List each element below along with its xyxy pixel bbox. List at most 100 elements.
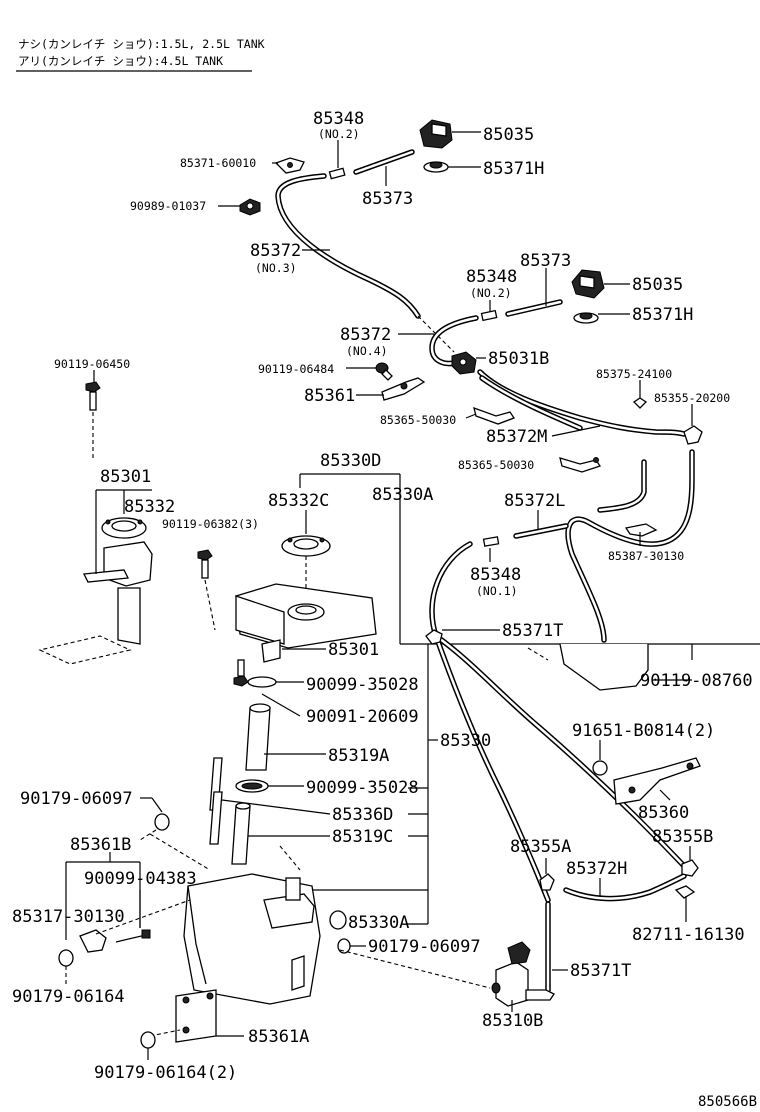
label-85375-24100: 85375-24100 <box>596 367 672 381</box>
strainer-85336D <box>209 757 223 845</box>
clip-90119-06484 <box>375 362 393 381</box>
washer-91651 <box>592 760 608 776</box>
header-note-2: アリ(カンレイチ ショウ):4.5L TANK <box>18 54 223 68</box>
pipe-85319C <box>231 802 251 865</box>
hose-85372-no4 <box>429 315 479 367</box>
label-85371H-lower: 85371H <box>632 305 693 325</box>
label-90119-06382: 90119-06382(3) <box>162 517 259 531</box>
label-85348-no2-lower-sub: (NO.2) <box>470 286 512 300</box>
label-85373-lower: 85373 <box>520 251 571 271</box>
label-85330A-lower: 85330A <box>348 913 409 933</box>
bolt-90119-06450 <box>85 381 101 411</box>
clip-85365-50030-b <box>559 457 602 473</box>
label-85372L: 85372L <box>504 491 565 511</box>
clip-82711-16130 <box>674 885 696 899</box>
hose-right-drops <box>565 449 695 643</box>
label-85348-no1-sub: (NO.1) <box>476 584 518 598</box>
label-85319A: 85319A <box>328 746 389 766</box>
label-90091-20609: 90091-20609 <box>306 707 419 727</box>
tank-body-right <box>527 643 649 691</box>
elbow-85355B <box>681 859 699 877</box>
label-85365-50030-b: 85365-50030 <box>458 458 534 472</box>
tube-85372L-short <box>513 523 569 539</box>
label-85371T-lower: 85371T <box>570 961 631 981</box>
nut-90179-06164 <box>58 949 74 967</box>
label-85031B: 85031B <box>488 349 549 369</box>
label-90179-06164-2: 90179-06164(2) <box>94 1063 237 1083</box>
label-85360: 85360 <box>638 803 689 823</box>
label-85361A: 85361A <box>248 1027 309 1047</box>
label-85371H-upper: 85371H <box>483 159 544 179</box>
oring-90099-35028-upper <box>247 676 277 688</box>
label-85361: 85361 <box>304 386 355 406</box>
label-85330D: 85330D <box>320 451 381 471</box>
label-91651-B0814: 91651-B0814(2) <box>572 721 715 741</box>
label-85355B: 85355B <box>652 827 713 847</box>
elbow-85355-20200 <box>683 425 703 445</box>
label-90099-35028-lower: 90099-35028 <box>306 778 419 798</box>
hose-85372H <box>563 873 687 902</box>
drawing-number: 850566B <box>698 1094 757 1110</box>
clip-85317-30130 <box>79 929 107 953</box>
nut-85330A-small <box>329 910 347 930</box>
tube-85373-upper <box>353 149 415 175</box>
label-90989-01037: 90989-01037 <box>130 199 206 213</box>
label-85336D: 85336D <box>332 805 393 825</box>
label-group: 85348 (NO.2) 85035 85371-60010 85371H 85… <box>12 109 757 1110</box>
clip-85371-60010 <box>274 157 305 174</box>
bolt-90119-06382 <box>197 549 213 579</box>
label-85371T-upper: 85371T <box>502 621 563 641</box>
label-85332C: 85332C <box>268 491 329 511</box>
bracket-85361A <box>175 989 217 1043</box>
label-90179-06097-lower: 90179-06097 <box>368 937 481 957</box>
label-85330A-upper: 85330A <box>372 485 433 505</box>
pipe-85319A <box>245 703 271 771</box>
bracket-85360 <box>613 757 701 805</box>
bracket-85361 <box>381 377 426 401</box>
connector-85348-no1 <box>482 536 500 547</box>
label-85330: 85330 <box>440 731 491 751</box>
label-85372-no3: 85372 <box>250 241 301 261</box>
hose-85372L <box>429 541 689 903</box>
label-85372-no4: 85372 <box>340 325 391 345</box>
connector-85375-24100 <box>632 397 648 409</box>
hose-85372-no3 <box>275 173 421 319</box>
label-85332: 85332 <box>124 497 175 517</box>
label-90119-08760: 90119-08760 <box>640 671 753 691</box>
label-90179-06097-upper: 90179-06097 <box>20 789 133 809</box>
grommet-85371H-upper <box>423 161 449 173</box>
label-85301-lower: 85301 <box>328 640 379 660</box>
filler-neck-85301 <box>38 541 153 665</box>
label-85372M: 85372M <box>486 427 547 447</box>
label-85348-no1: 85348 <box>470 565 521 585</box>
label-85373-upper: 85373 <box>362 189 413 209</box>
tube-85373-lower <box>505 299 563 317</box>
label-85348-no2-upper: 85348 <box>313 109 364 129</box>
connector-85348-upper <box>328 167 346 180</box>
nut-90179-06097-upper <box>154 813 170 831</box>
label-85301-upper: 85301 <box>100 467 151 487</box>
label-85361B: 85361B <box>70 835 131 855</box>
oring-90099-35028-lower <box>235 779 269 793</box>
label-90099-35028-upper: 90099-35028 <box>306 675 419 695</box>
clip-85365-50030-a <box>473 406 515 425</box>
label-90119-06484: 90119-06484 <box>258 362 334 376</box>
grommet-85371H-lower <box>573 312 599 324</box>
tank-lower-85330A <box>183 873 321 1005</box>
bolt-90091-20609 <box>233 659 249 687</box>
label-85317-30130: 85317-30130 <box>12 907 125 927</box>
label-85365-50030-a: 85365-50030 <box>380 413 456 427</box>
pump-85310B <box>491 941 555 1007</box>
label-85372-no4-sub: (NO.4) <box>346 344 388 358</box>
nozzle-85035-lower <box>571 269 605 299</box>
nozzle-85035-upper <box>419 119 453 149</box>
hose-85372M <box>477 369 687 437</box>
label-85355A: 85355A <box>510 837 571 857</box>
label-85319C: 85319C <box>332 827 393 847</box>
label-85310B: 85310B <box>482 1011 543 1031</box>
grommet-85371T-upper <box>425 629 443 645</box>
label-85372H: 85372H <box>566 859 627 879</box>
label-85348-no2-upper-sub: (NO.2) <box>318 127 360 141</box>
check-valve-85031B <box>451 351 477 375</box>
clamp-90989-01037 <box>239 198 261 216</box>
